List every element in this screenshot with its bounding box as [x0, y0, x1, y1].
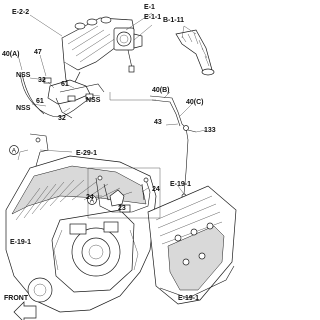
label-e-1: E-1	[144, 4, 155, 11]
air-intake-duct	[175, 29, 215, 76]
label-61-top: 61	[61, 81, 69, 88]
label-nss-left: NSS	[16, 105, 31, 112]
label-40a: 40(A)	[2, 51, 20, 58]
label-24-left: 24	[86, 194, 94, 201]
label-47: 47	[34, 49, 42, 56]
label-32-mid: 32	[58, 115, 66, 122]
reference-circle-a-top	[9, 145, 19, 155]
parts-diagram: E-2-2 E-1 E-1-1 B-1-11 40(A) 47 NSS 32 6…	[2, 4, 237, 320]
engine-assembly	[5, 155, 157, 313]
label-b-1-11: B-1-11	[163, 17, 184, 24]
label-23: 23	[118, 205, 126, 212]
label-circle-a-top: A	[12, 148, 17, 155]
leader-lines	[17, 12, 207, 195]
label-32-top: 32	[38, 77, 46, 84]
vacuum-hoses-upper	[19, 71, 105, 177]
intake-manifold	[61, 16, 135, 85]
label-front: FRONT	[4, 295, 29, 302]
label-e-19-1-bottom: E-19-1	[178, 295, 199, 302]
vacuum-pipe-right	[149, 95, 197, 199]
label-e-19-1-left: E-19-1	[10, 239, 31, 246]
label-43: 43	[154, 119, 162, 126]
inset-hose-detail	[87, 167, 161, 219]
label-24-right: 24	[152, 186, 160, 193]
cylinder-head-cover	[147, 185, 237, 305]
label-e-2-2: E-2-2	[12, 9, 29, 16]
label-e-19-1-right: E-19-1	[170, 181, 191, 188]
reference-circle-a-bottom	[87, 195, 97, 205]
label-e-1-1: E-1-1	[144, 14, 161, 21]
label-nss-right: NSS	[86, 97, 101, 104]
label-nss-top: NSS	[16, 72, 31, 79]
label-e-29-1: E-29-1	[76, 150, 97, 157]
label-40b: 40(B)	[152, 87, 170, 94]
label-40c: 40(C)	[186, 99, 204, 106]
throttle-body	[113, 27, 143, 73]
front-arrow-icon	[13, 301, 37, 320]
label-133: 133	[204, 127, 216, 134]
label-61-mid: 61	[36, 98, 44, 105]
label-circle-a-bottom: A	[90, 198, 95, 205]
